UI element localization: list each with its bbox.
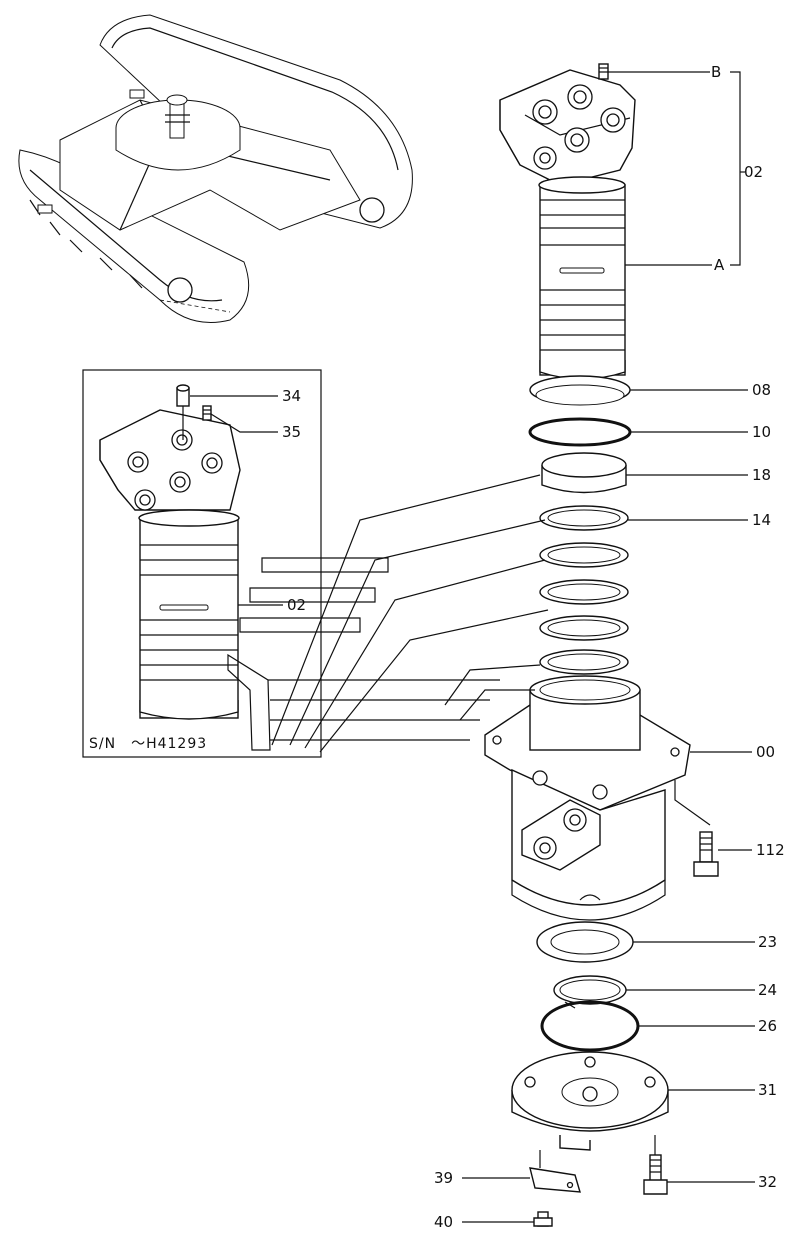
rotor-head [499,63,636,186]
callout-a: A [714,256,725,274]
callout-39: 39 [434,1169,453,1187]
view-arrow [227,474,549,753]
callout-32: 32 [758,1173,777,1191]
housing [484,675,719,921]
callout-02: 02 [744,163,763,181]
cover-plate [511,1051,669,1227]
serial-number-note: S/N ～H41293 [89,736,207,752]
seal-stack [528,375,632,675]
callout-18: 18 [752,466,771,484]
callout-112: 112 [756,841,785,859]
callout-31: 31 [758,1081,777,1099]
callout-23: 23 [758,933,777,951]
callout-00: 00 [756,743,775,761]
inset-callout-02: 02 [287,596,306,614]
spool-body [538,176,626,380]
lower-rings [536,921,640,1052]
callout-26: 26 [758,1017,777,1035]
leader-lines [182,71,755,1223]
inset-callout-34: 34 [282,387,301,405]
callout-10: 10 [752,423,771,441]
inset-panel [82,369,322,758]
callout-40: 40 [434,1213,453,1231]
callout-24: 24 [758,981,777,999]
machine-overview-illustration [18,14,413,323]
callout-08: 08 [752,381,771,399]
callout-b: B [711,63,721,81]
inset-callout-35: 35 [282,423,301,441]
callout-14: 14 [752,511,771,529]
